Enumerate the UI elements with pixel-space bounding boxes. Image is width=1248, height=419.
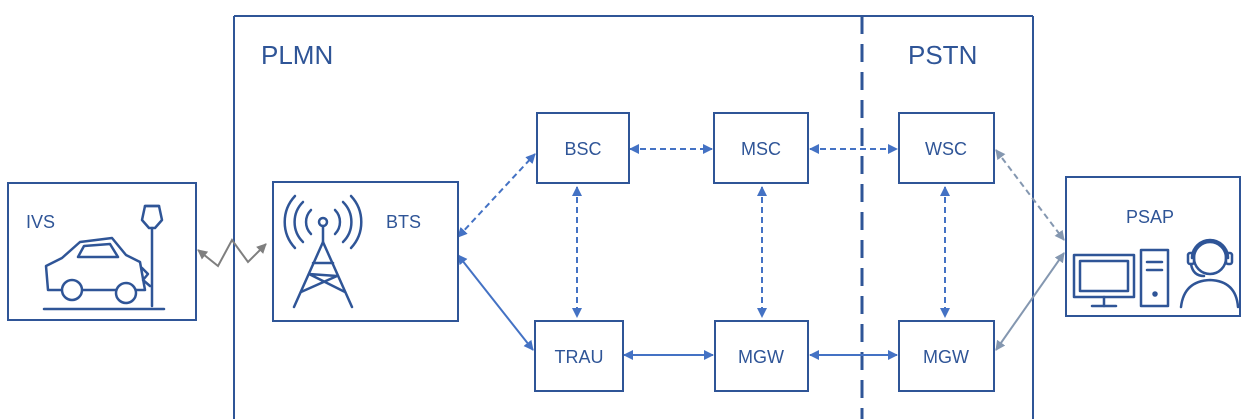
bts-label: BTS: [386, 212, 421, 232]
mgw-pstn-node: MGW: [898, 320, 995, 392]
bts-box: [272, 181, 459, 322]
wsc-box: [898, 112, 995, 184]
mgw-pstn-label: MGW: [923, 347, 969, 367]
wsc-node: WSC: [898, 112, 995, 184]
link-bts-bsc: [457, 153, 536, 238]
psap-label: PSAP: [1126, 207, 1174, 227]
bsc-box: [536, 112, 630, 184]
mgw-plmn-box: [714, 320, 809, 392]
operator-workstation-icon: [1072, 238, 1240, 309]
psap-node: PSAP: [1065, 176, 1241, 317]
trau-node: TRAU: [534, 320, 624, 392]
bts-node: BTS: [272, 181, 459, 322]
wsc-label: WSC: [925, 139, 967, 159]
mgw-pstn-box: [898, 320, 995, 392]
mgw-plmn-node: MGW: [714, 320, 809, 392]
link-wsc-psap: [995, 149, 1065, 241]
radio-link-ivs-bts: [197, 238, 267, 268]
plmn-label: PLMN: [261, 40, 333, 70]
msc-node: MSC: [713, 112, 809, 184]
link-bts-trau: [457, 254, 534, 351]
ivs-box: [7, 182, 197, 321]
ivs-label: IVS: [26, 212, 55, 232]
bsc-node: BSC: [536, 112, 630, 184]
link-mgw-psap: [995, 252, 1065, 351]
mgw-plmn-label: MGW: [738, 347, 784, 367]
trau-box: [534, 320, 624, 392]
links: [197, 144, 1065, 360]
car-crash-icon: [42, 204, 166, 311]
trau-label: TRAU: [555, 347, 604, 367]
ivs-node: IVS: [7, 182, 197, 321]
pstn-label: PSTN: [908, 40, 977, 70]
bsc-label: BSC: [564, 139, 601, 159]
msc-label: MSC: [741, 139, 781, 159]
cell-tower-icon: [283, 194, 363, 309]
msc-box: [713, 112, 809, 184]
